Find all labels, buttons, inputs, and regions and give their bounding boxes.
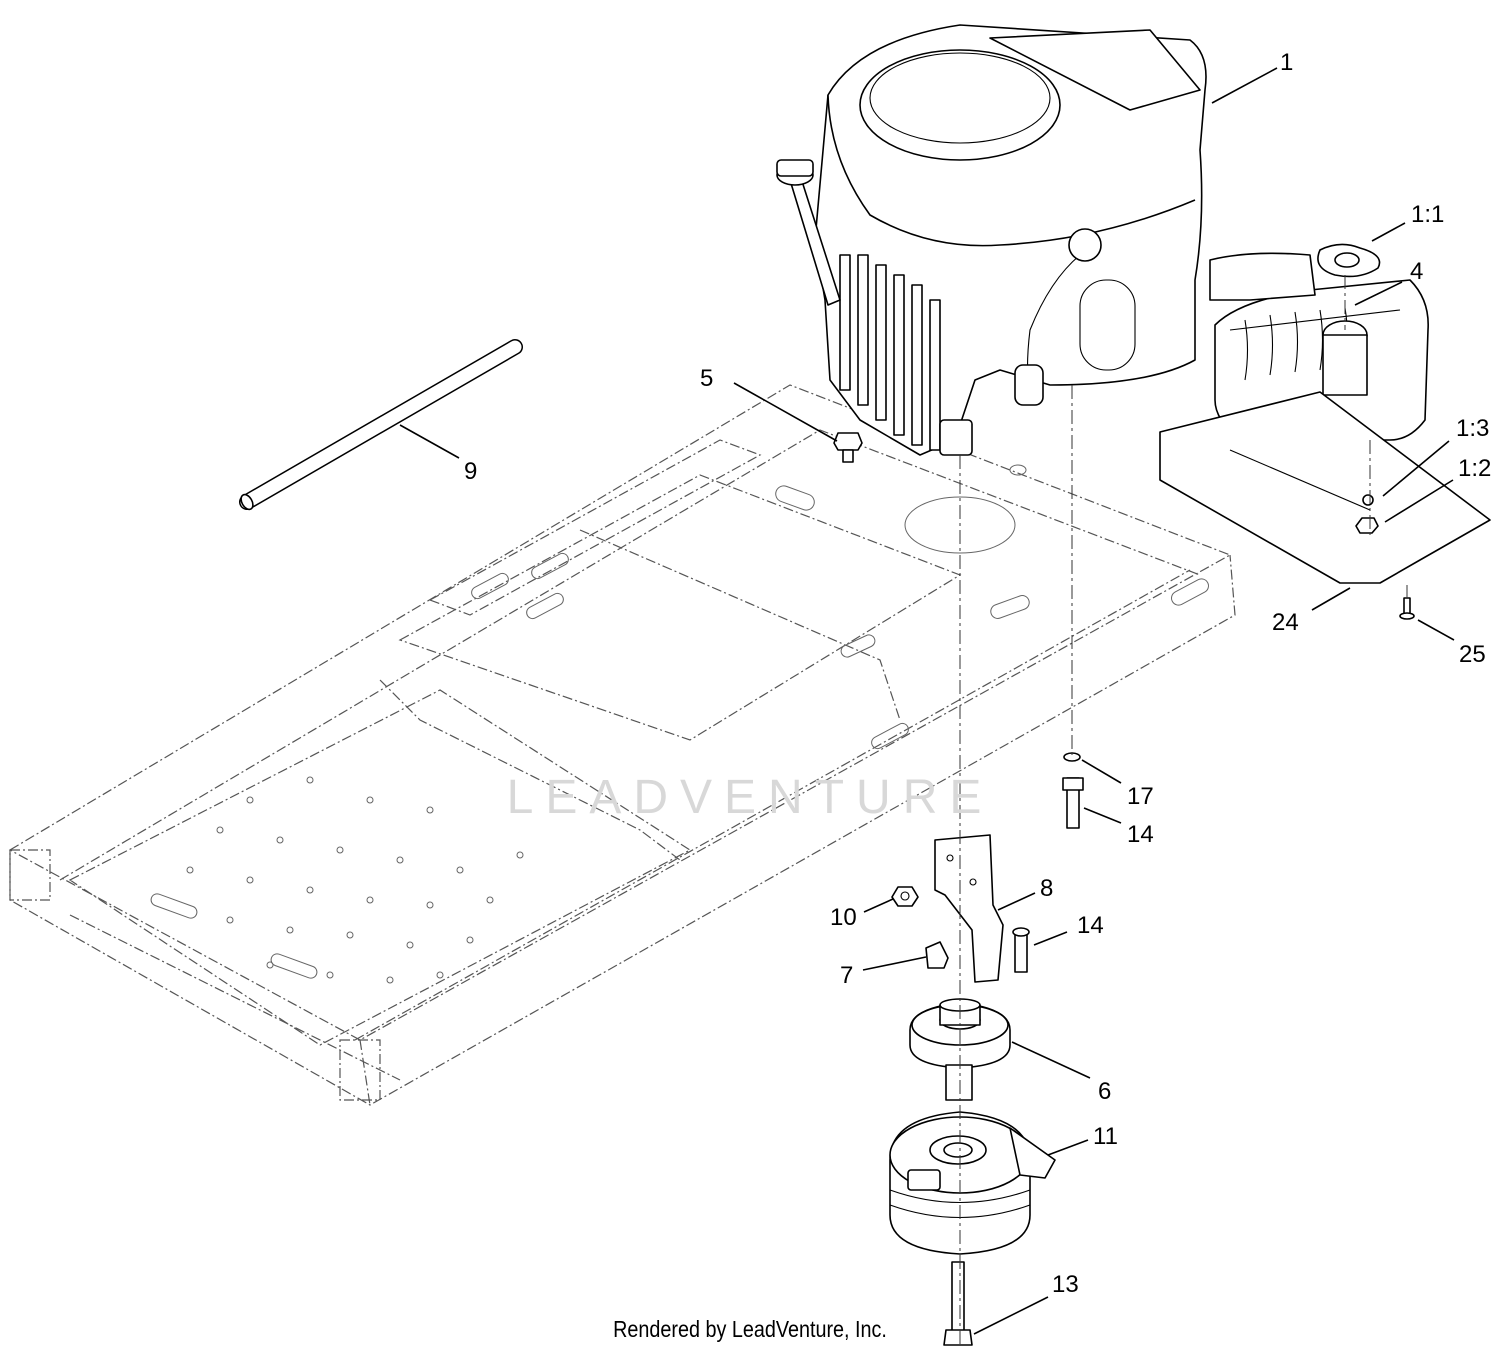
- leader-lines: [399, 67, 1455, 1335]
- part-1-3-washer: [1362, 494, 1374, 506]
- callout-11: 11: [1093, 1123, 1118, 1150]
- part-11-clutch: [889, 1111, 1056, 1255]
- callout-4: 4: [1410, 258, 1423, 285]
- part-24-heat-shield: [1159, 391, 1491, 584]
- part-13-bolt: [943, 1261, 973, 1346]
- assembly-axes: [959, 275, 1408, 1345]
- callout-5: 5: [700, 365, 713, 392]
- part-10-nut: [891, 886, 919, 907]
- callout-7: 7: [840, 962, 853, 989]
- callout-1-1: 1:1: [1411, 201, 1444, 228]
- deck-perforations: [186, 776, 524, 984]
- callout-25: 25: [1459, 641, 1486, 668]
- part-8-bracket: [934, 834, 1004, 983]
- callout-8: 8: [1040, 875, 1053, 902]
- watermark: LEADVENTURE: [506, 771, 994, 824]
- part-1-engine: [776, 24, 1207, 456]
- part-7-clip: [925, 941, 949, 969]
- part-1-1-gasket: [1317, 243, 1381, 278]
- callout-24: 24: [1272, 609, 1299, 636]
- callout-6: 6: [1098, 1078, 1111, 1105]
- callout-1: 1: [1280, 49, 1293, 76]
- callout-14-lower: 14: [1077, 912, 1104, 939]
- render-credit: Rendered by LeadVenture, Inc.: [613, 1316, 887, 1342]
- engine-cooling-fins: [839, 254, 941, 451]
- part-14-bolt-lower: [1012, 927, 1030, 973]
- part-25-screw: [1399, 597, 1415, 620]
- callout-labels: 1 1:1 4 5 9 1:3 1:2 24 25 17 14 8 10 14 …: [464, 49, 1491, 1298]
- part-1-2-nut: [1355, 517, 1379, 534]
- callout-1-2: 1:2: [1458, 455, 1491, 482]
- callout-14-upper: 14: [1127, 821, 1154, 848]
- callout-1-3: 1:3: [1456, 415, 1489, 442]
- callout-10: 10: [830, 904, 857, 931]
- part-14-bolt-upper: [1062, 777, 1084, 829]
- callout-13: 13: [1052, 1271, 1079, 1298]
- part-9-rod: [239, 339, 523, 511]
- part-4-muffler: [1209, 252, 1429, 441]
- callout-9: 9: [464, 458, 477, 485]
- callout-17: 17: [1127, 783, 1154, 810]
- mower-frame: [8, 384, 1236, 1106]
- part-5-bolt: [833, 432, 863, 463]
